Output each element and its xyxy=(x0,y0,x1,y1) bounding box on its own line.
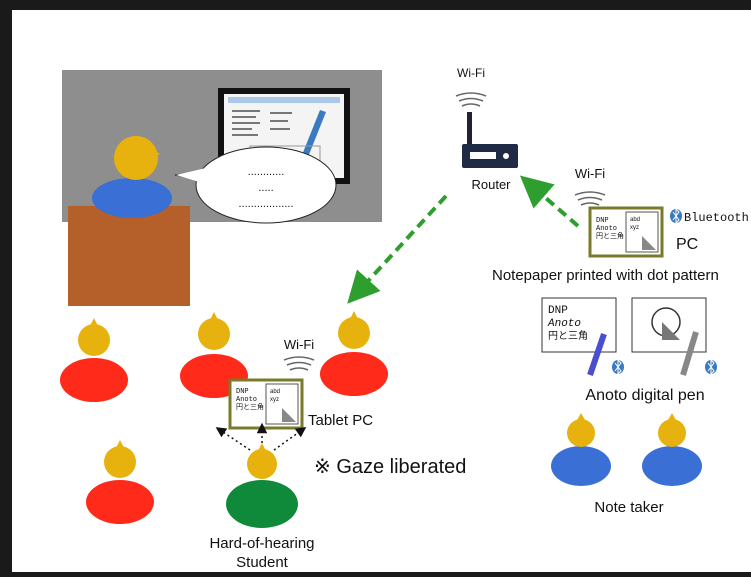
paper-text-3: 円と三角 xyxy=(548,330,588,343)
tablet-paper-text-2: Anoto xyxy=(236,396,257,404)
pc-paper-text-2: Anoto xyxy=(596,225,617,233)
tablet-pc: Wi-Fi DNP Anoto 円と三角 abd xyz Tablet PC xyxy=(228,337,373,430)
lecturer xyxy=(92,136,172,218)
student-person xyxy=(60,318,128,402)
router-wifi-icon xyxy=(455,92,487,107)
tablet-wifi-label: Wi-Fi xyxy=(284,337,314,352)
wifi-arrow-to-tablet xyxy=(347,194,448,304)
tablet-box-text-2: xyz xyxy=(270,397,279,403)
note-taker-person xyxy=(551,413,611,486)
wifi-arrow-to-router xyxy=(519,175,580,228)
pen-label: Anoto digital pen xyxy=(585,387,704,404)
tablet-paper-text-1: DNP xyxy=(236,388,249,396)
notepaper-label: Notepaper printed with dot pattern xyxy=(492,267,719,284)
router-label: Router xyxy=(471,177,511,192)
bluetooth-label: Bluetooth xyxy=(684,211,749,225)
router: Wi-Fi Router xyxy=(455,66,518,192)
speech-line-3: .................. xyxy=(238,198,293,210)
hard-of-hearing-student: Hard-of-hearing Student xyxy=(209,443,315,571)
gaze-arrows xyxy=(215,422,307,451)
note-takers: Note taker xyxy=(551,413,702,516)
pc-paper-text-3: 円と三角 xyxy=(596,231,624,241)
lecture-desk xyxy=(68,206,190,306)
router-antenna xyxy=(467,112,472,146)
paper-text-2: Anoto xyxy=(547,318,581,330)
bluetooth-icon xyxy=(670,207,682,225)
student-person xyxy=(320,311,388,396)
bluetooth-icon xyxy=(612,358,624,376)
student-label-line-2: Student xyxy=(236,554,289,571)
tablet-paper-text-3: 円と三角 xyxy=(236,402,264,412)
paper-text-1: DNP xyxy=(548,305,568,317)
lecture-scene: ............ ..... .................. xyxy=(62,70,382,306)
speech-line-1: ............ xyxy=(248,166,285,178)
student-person xyxy=(86,440,154,524)
tablet-box-text-1: abd xyxy=(270,389,280,395)
pc-box-text-1: abd xyxy=(630,217,640,223)
tablet-label: Tablet PC xyxy=(308,412,373,429)
student-label-line-1: Hard-of-hearing xyxy=(209,535,314,552)
router-wifi-label: Wi-Fi xyxy=(457,66,485,80)
note-taker-label: Note taker xyxy=(594,499,663,516)
pen-left xyxy=(587,333,607,376)
gaze-liberated-label: ※ Gaze liberated xyxy=(314,456,466,478)
tablet-wifi-icon xyxy=(283,356,315,371)
pc-wifi-label: Wi-Fi xyxy=(575,166,605,181)
pc-box-text-2: xyz xyxy=(630,225,639,231)
note-taker-person xyxy=(642,413,702,486)
bluetooth-icon xyxy=(705,358,717,376)
pc-wifi-icon xyxy=(574,191,606,206)
anoto-pens: DNP Anoto 円と三角 Anoto digital pen xyxy=(541,297,717,404)
notetaker-pc: Wi-Fi DNP Anoto 円と三角 abd xyz Bluetooth P… xyxy=(492,166,749,284)
pen-right xyxy=(680,331,699,376)
pc-label: PC xyxy=(676,236,698,253)
speech-bubble: ............ ..... .................. xyxy=(174,146,337,224)
speech-line-2: ..... xyxy=(258,182,273,194)
pc-paper-text-1: DNP xyxy=(596,217,609,225)
